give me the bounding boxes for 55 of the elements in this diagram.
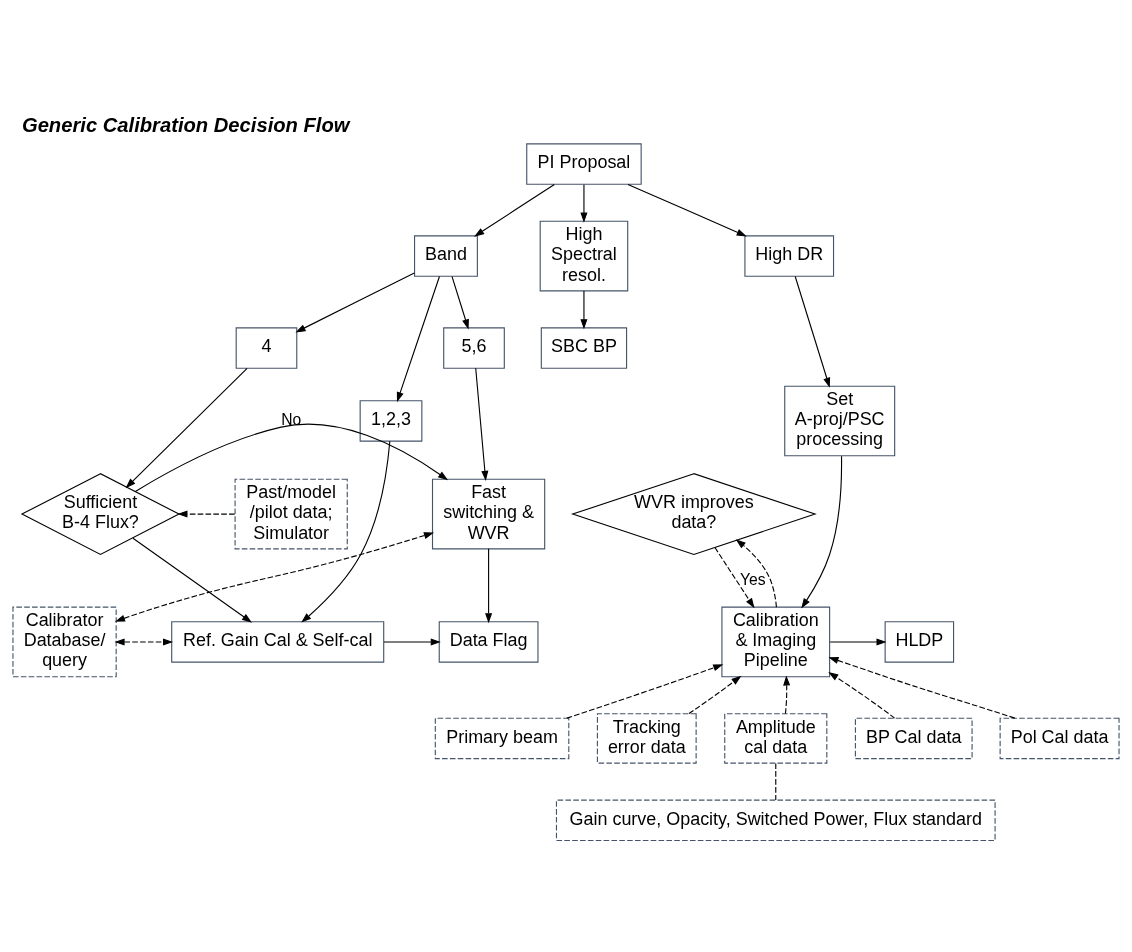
arrow [301,440,391,623]
node-box: SBC BP [540,326,628,369]
node-diamond: WVR improves data? [570,472,817,555]
arrow [114,637,174,645]
arrow [828,671,896,719]
arrow [801,455,843,608]
arrow [134,423,449,492]
arrow [396,275,440,402]
arrow [735,538,777,608]
node-box: Fast switching & WVR [431,478,546,549]
node-box: Data Flag [438,620,539,663]
node-box: 5,6 [443,326,505,369]
connector [775,762,777,801]
arrow [580,290,588,329]
edge-label: Yes [739,570,766,588]
node-box: Band [414,234,478,277]
node-box: High DR [744,234,835,277]
node-box: Primary beam [434,717,570,759]
arrow [828,656,1016,719]
arrow [794,275,831,388]
node-box: Calibrator Database/ query [12,606,117,677]
node-box: 1,2,3 [359,399,423,442]
arrow [132,537,252,623]
arrow [125,367,248,488]
arrow [580,183,588,223]
arrow [474,183,555,237]
node-box: Pol Cal data [999,717,1120,759]
arrow [566,663,724,719]
node-box: HLDP [884,620,955,663]
arrow [114,531,435,622]
edge-label: No [281,410,302,428]
node-diamond: Sufficient B-4 Flux? [20,472,181,555]
node-box: Ref. Gain Cal & Self-cal [171,620,385,663]
node-box: Past/model /pilot data; Simulator [234,478,348,549]
node-box: High Spectral resol. [539,220,629,291]
arrow [485,547,493,623]
node-box: Amplitude cal data [724,712,828,764]
arrow [383,637,441,645]
node-box: Tracking error data [596,712,697,764]
node-box: Gain curve, Opacity, Switched Power, Flux standard [555,799,996,841]
arrow [451,275,469,329]
node-box: Set A-proj/PSC processing [784,385,896,456]
arrow [177,510,236,518]
arrow [295,271,415,332]
arrow [627,183,747,236]
node-box: PI Proposal [526,142,642,185]
diagram-title: Generic Calibration Decision Flow [21,113,350,136]
arrow [714,546,755,608]
arrow [829,637,887,645]
arrow [475,367,489,481]
node-box: 4 [235,326,298,369]
node-box: Calibration & Imaging Pipeline [721,606,831,677]
arrow [783,674,791,714]
node-box: BP Cal data [854,717,973,759]
arrow [688,675,742,714]
